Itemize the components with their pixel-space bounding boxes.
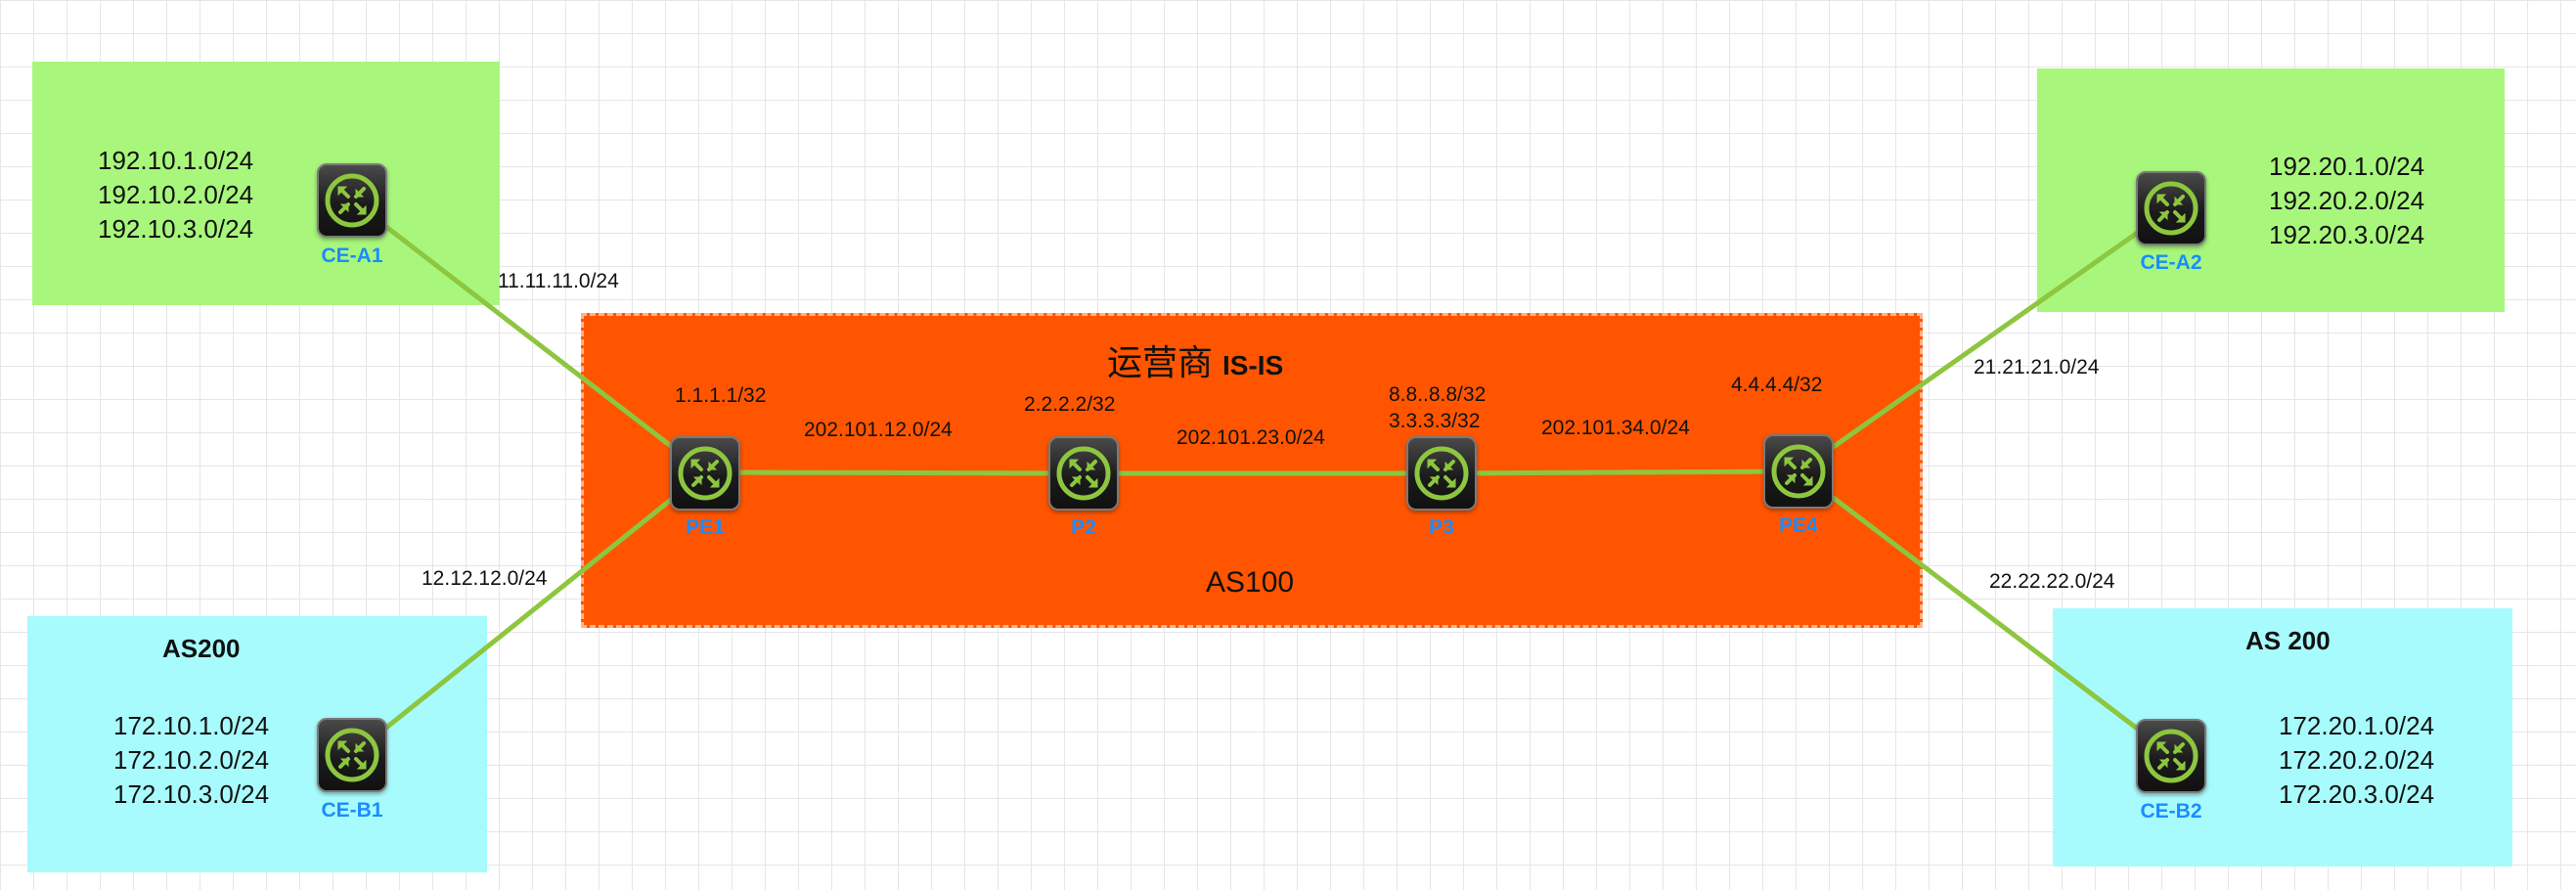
- router-icon: [678, 446, 733, 501]
- network-prefix: 172.10.3.0/24: [113, 779, 270, 809]
- link-label-ce-b1-pe1: 12.12.12.0/24: [422, 567, 548, 590]
- link-label-p3-pe4: 202.101.34.0/24: [1541, 417, 1690, 439]
- link-label-pe4-ce-a2: 21.21.21.0/24: [1974, 356, 2100, 378]
- loopback-p2: 2.2.2.2/32: [1024, 393, 1116, 416]
- router-label-p2: P2: [1071, 516, 1096, 539]
- loopback-pe1: 1.1.1.1/32: [675, 384, 767, 407]
- network-prefix: 172.10.1.0/24: [113, 711, 270, 740]
- link-p3-pe4: [1439, 468, 1801, 476]
- site-a2-area: [2037, 68, 2505, 312]
- router-ce-a2[interactable]: [2136, 171, 2206, 245]
- router-label-p3: P3: [1429, 516, 1454, 539]
- router-label-ce-a1: CE-A1: [321, 245, 383, 267]
- core-title-cn: 运营商: [1107, 342, 1214, 382]
- link-pe1-p2: [702, 469, 1087, 476]
- network-prefix: 172.20.1.0/24: [2279, 711, 2435, 740]
- router-label-ce-a2: CE-A2: [2140, 251, 2202, 274]
- network-prefix: 172.20.2.0/24: [2279, 745, 2435, 775]
- core-title: 运营商 IS-IS: [1107, 334, 1283, 385]
- router-label-pe1: PE1: [686, 516, 725, 539]
- router-ce-a1[interactable]: [317, 163, 387, 238]
- site-b1-area: [27, 616, 487, 872]
- network-prefix: 192.10.2.0/24: [98, 180, 254, 209]
- link-label-p2-p3: 202.101.23.0/24: [1177, 426, 1325, 449]
- router-icon: [2144, 181, 2198, 236]
- link-ce-b1-pe1: [349, 469, 708, 758]
- router-icon: [325, 728, 379, 782]
- link-ce-a1-pe1: [349, 198, 708, 475]
- router-p3[interactable]: [1406, 436, 1477, 511]
- site-b1-as-title: AS200: [162, 634, 241, 663]
- router-icon: [1771, 444, 1826, 499]
- site-b2-networks: 172.20.1.0/24 172.20.2.0/24 172.20.3.0/2…: [2279, 709, 2434, 812]
- router-pe1[interactable]: [670, 436, 740, 511]
- network-prefix: 192.20.1.0/24: [2269, 152, 2425, 181]
- router-icon: [2144, 729, 2198, 783]
- router-icon: [325, 173, 379, 228]
- router-pe4[interactable]: [1763, 434, 1834, 509]
- network-prefix: 192.10.3.0/24: [98, 214, 254, 244]
- link-label-ce-a1-pe1: 11.11.11.0/24: [498, 270, 619, 292]
- network-prefix: 172.20.3.0/24: [2279, 779, 2435, 809]
- site-b1-networks: 172.10.1.0/24 172.10.2.0/24 172.10.3.0/2…: [113, 709, 269, 812]
- core-as-label: AS100: [1206, 566, 1295, 599]
- router-icon: [1056, 446, 1111, 501]
- router-p2[interactable]: [1048, 436, 1119, 511]
- site-a2-networks: 192.20.1.0/24 192.20.2.0/24 192.20.3.0/2…: [2269, 150, 2424, 252]
- loopback-p3-b: 3.3.3.3/32: [1389, 410, 1481, 432]
- link-pe4-ce-a2: [1796, 205, 2175, 474]
- router-label-ce-b2: CE-B2: [2140, 800, 2202, 823]
- network-prefix: 192.20.2.0/24: [2269, 186, 2425, 215]
- link-label-pe4-ce-b2: 22.22.22.0/24: [1989, 570, 2115, 593]
- site-b2-area: [2053, 608, 2512, 867]
- network-prefix: 192.20.3.0/24: [2269, 220, 2425, 249]
- link-pe4-ce-b2: [1796, 468, 2175, 758]
- loopback-pe4: 4.4.4.4/32: [1731, 374, 1823, 396]
- router-ce-b2[interactable]: [2136, 719, 2206, 793]
- router-icon: [1414, 446, 1469, 501]
- site-a1-area: [32, 62, 500, 305]
- router-label-ce-b1: CE-B1: [321, 799, 383, 822]
- loopback-p3-a: 8.8..8.8/32: [1389, 383, 1487, 406]
- network-prefix: 172.10.2.0/24: [113, 745, 270, 775]
- network-prefix: 192.10.1.0/24: [98, 146, 254, 175]
- site-b2-as-title: AS 200: [2245, 626, 2331, 655]
- core-title-protocol: IS-IS: [1222, 350, 1284, 380]
- site-a1-networks: 192.10.1.0/24 192.10.2.0/24 192.10.3.0/2…: [98, 144, 253, 246]
- router-ce-b1[interactable]: [317, 718, 387, 792]
- link-label-pe1-p2: 202.101.12.0/24: [804, 419, 953, 441]
- router-label-pe4: PE4: [1779, 514, 1818, 537]
